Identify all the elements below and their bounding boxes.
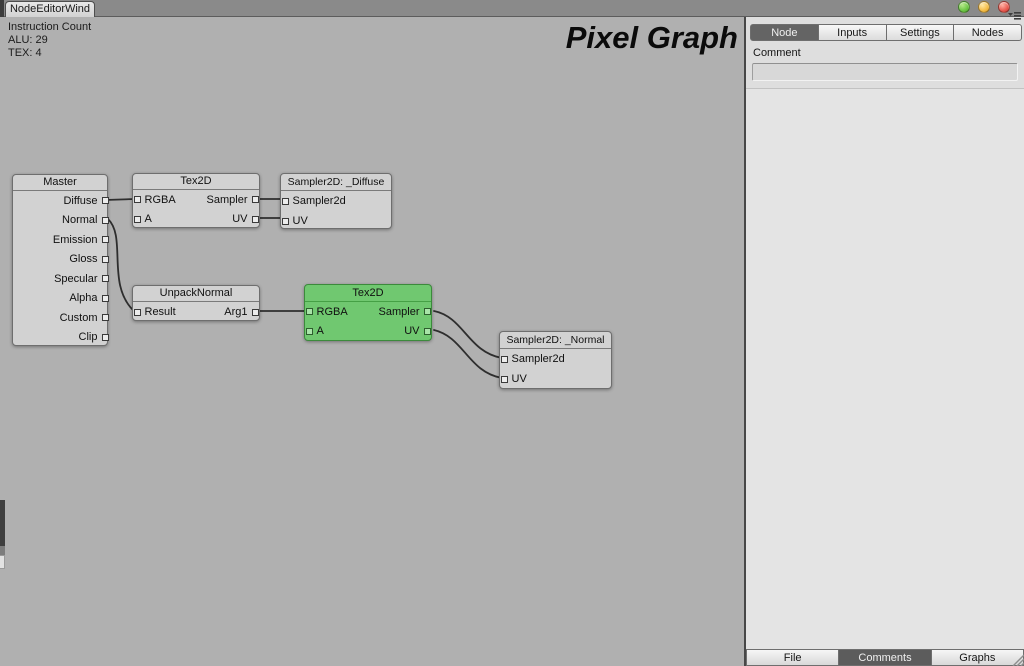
window-button-red-icon[interactable] (998, 1, 1010, 13)
port-label: Alpha (69, 292, 98, 305)
window-button-yellow-icon[interactable] (978, 1, 990, 13)
instruction-count: Instruction Count ALU: 29 TEX: 4 (8, 21, 91, 60)
port-label: Arg1 (224, 306, 248, 318)
port-sampler2d-in[interactable] (500, 355, 508, 363)
node-title[interactable]: Tex2D (133, 174, 259, 190)
port-sampler2d-in[interactable] (281, 197, 289, 205)
port-label: Sampler2d (511, 353, 565, 365)
tab-comments[interactable]: Comments (839, 649, 932, 666)
port-emission-out[interactable] (101, 236, 109, 244)
node-tex2d-normal-selected[interactable]: Tex2D RGBA Sampler A UV (304, 284, 432, 341)
node-sampler2d-normal[interactable]: Sampler2D: _Normal Sampler2d UV (499, 331, 612, 389)
background-window-edge (0, 555, 5, 569)
panel-menu-icon[interactable] (1006, 11, 1022, 21)
comment-input[interactable] (752, 63, 1018, 81)
node-title[interactable]: Master (13, 175, 107, 191)
port-clip-out[interactable] (101, 333, 109, 341)
tab-file[interactable]: File (746, 649, 840, 666)
port-rgba-in[interactable] (305, 308, 313, 316)
port-sampler-out[interactable] (251, 196, 259, 204)
window-controls (958, 1, 1010, 13)
tab-node[interactable]: Node (750, 24, 819, 41)
port-label: Clip (78, 331, 98, 344)
tab-settings[interactable]: Settings (886, 24, 955, 41)
tex-count: TEX: 4 (8, 47, 42, 59)
port-arg1-out[interactable] (251, 308, 259, 316)
port-label: RGBA (316, 305, 348, 318)
port-label: UV (292, 215, 308, 227)
port-a-in[interactable] (133, 215, 141, 223)
node-connections (104, 198, 503, 379)
titlebar-edge (0, 0, 4, 17)
port-a-in[interactable] (305, 327, 313, 335)
window-titlebar: NodeEditorWind (0, 0, 1024, 17)
port-label: UV (232, 213, 248, 226)
node-sampler2d-diffuse[interactable]: Sampler2D: _Diffuse Sampler2d UV (280, 173, 392, 229)
node-title[interactable]: UnpackNormal (133, 286, 259, 302)
wire-master-diffuse-to-tex2d (104, 198, 136, 201)
port-sampler-out[interactable] (423, 308, 431, 316)
inspector-tabs: Node Inputs Settings Nodes (750, 24, 1022, 41)
wire-master-normal-to-unpacknormal (107, 218, 135, 312)
port-gloss-out[interactable] (101, 255, 109, 263)
port-label: RGBA (144, 193, 176, 206)
port-label: Diffuse (63, 194, 98, 207)
window-tab[interactable]: NodeEditorWind (5, 1, 95, 17)
port-label: Sampler (378, 305, 420, 318)
inspector-panel: Node Inputs Settings Nodes Comment File … (744, 17, 1024, 666)
port-label: Sampler2d (292, 195, 346, 207)
port-label: A (144, 213, 152, 226)
node-graph-canvas[interactable]: Instruction Count ALU: 29 TEX: 4 Pixel G… (0, 17, 744, 666)
port-label: UV (511, 373, 527, 385)
port-label: Emission (52, 233, 98, 246)
port-label: Normal (62, 214, 98, 227)
port-rgba-in[interactable] (133, 196, 141, 204)
port-normal-out[interactable] (101, 216, 109, 224)
background-window-edge (0, 500, 5, 546)
port-label: Result (144, 306, 176, 318)
port-diffuse-out[interactable] (101, 197, 109, 205)
port-specular-out[interactable] (101, 275, 109, 283)
port-uv-out[interactable] (251, 215, 259, 223)
port-custom-out[interactable] (101, 314, 109, 322)
node-title[interactable]: Sampler2D: _Normal (500, 332, 611, 349)
wire-greentex2d-uv-to-samplernormal (433, 329, 503, 379)
graph-title: Pixel Graph (565, 20, 738, 55)
alu-count: ALU: 29 (8, 34, 48, 46)
node-title[interactable]: Tex2D (305, 285, 431, 302)
port-alpha-out[interactable] (101, 294, 109, 302)
port-label: UV (404, 325, 420, 338)
port-label: Gloss (69, 253, 98, 266)
tab-inputs[interactable]: Inputs (818, 24, 887, 41)
port-uv-in[interactable] (281, 217, 289, 225)
port-label: Specular (54, 272, 98, 285)
node-master[interactable]: Master Diffuse Normal Emission Gloss Spe… (12, 174, 109, 346)
port-result-in[interactable] (133, 308, 141, 316)
inspector-content (746, 88, 1024, 649)
port-uv-in[interactable] (500, 375, 508, 383)
resize-grip-icon[interactable] (1009, 651, 1024, 666)
port-label: Custom (59, 311, 98, 324)
comment-label: Comment (753, 47, 801, 59)
panel-bottom-tabs: File Comments Graphs (746, 649, 1024, 666)
port-uv-out[interactable] (423, 327, 431, 335)
background-window-edge (0, 546, 5, 555)
instruction-count-heading: Instruction Count (8, 21, 92, 33)
window-button-green-icon[interactable] (958, 1, 970, 13)
node-tex2d-diffuse[interactable]: Tex2D RGBA Sampler A UV (132, 173, 260, 228)
wire-greentex2d-sampler-to-samplernormal (433, 310, 503, 359)
tab-nodes[interactable]: Nodes (954, 24, 1022, 41)
node-title[interactable]: Sampler2D: _Diffuse (281, 174, 391, 191)
port-label: A (316, 325, 324, 338)
node-unpacknormal[interactable]: UnpackNormal Result Arg1 (132, 285, 260, 321)
port-label: Sampler (206, 193, 248, 206)
